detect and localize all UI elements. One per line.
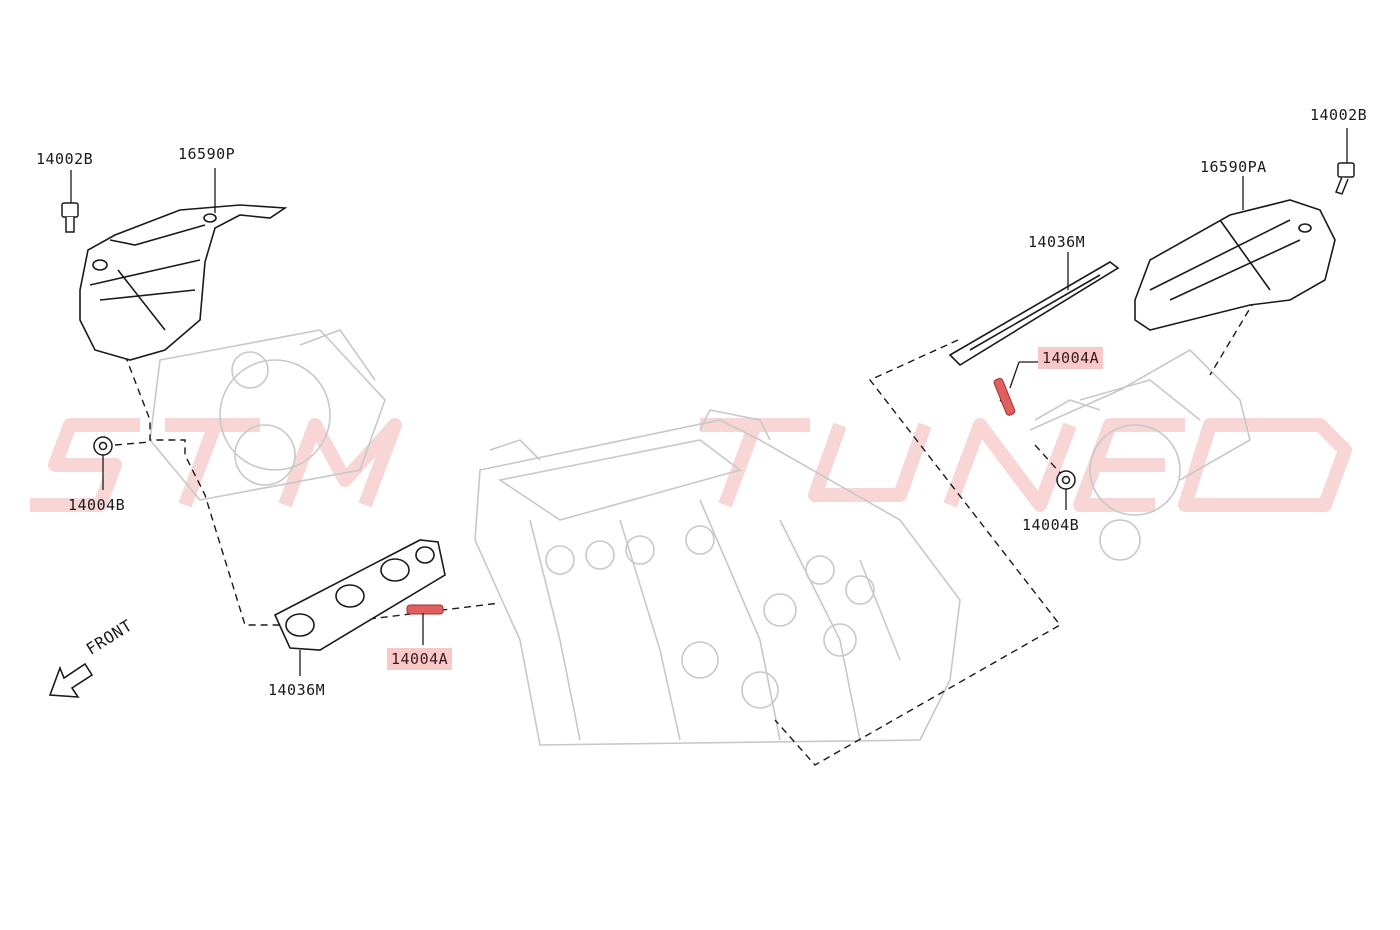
right-gasket (948, 261, 1120, 367)
label-right-stud: 14004A (1038, 347, 1104, 369)
label-right-nut: 14004B (1022, 516, 1080, 534)
right-bolt (1335, 162, 1355, 195)
right-stud (993, 377, 1016, 416)
right-nut (1056, 470, 1076, 490)
label-left-nut: 14004B (68, 496, 126, 514)
label-left-stud: 14004A (387, 648, 453, 670)
leader-lines (70, 128, 1348, 676)
left-gasket (273, 539, 446, 651)
label-right-gasket: 14036M (1028, 233, 1086, 251)
label-left-heat-shield: 16590P (178, 145, 236, 163)
left-stud (406, 604, 444, 615)
right-heat-shield (1134, 199, 1336, 331)
left-bolt (61, 202, 79, 233)
front-arrow-icon (48, 662, 94, 698)
engine-block (149, 329, 1251, 746)
left-nut (93, 436, 113, 456)
label-left-gasket: 14036M (268, 681, 326, 699)
label-left-bolt: 14002B (36, 150, 94, 168)
label-right-heat-shield: 16590PA (1200, 158, 1267, 176)
left-heat-shield (79, 204, 288, 361)
label-right-bolt: 14002B (1310, 106, 1368, 124)
